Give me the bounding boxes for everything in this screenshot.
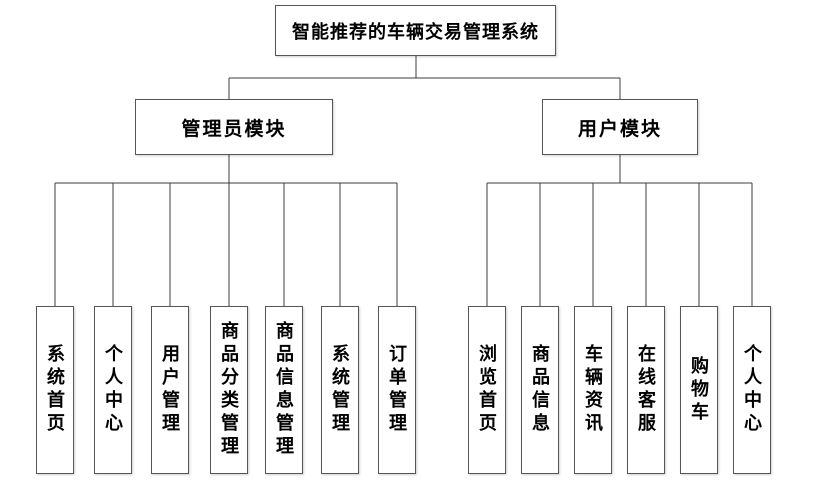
node-module-user-label: 用户模块 <box>577 118 662 140</box>
node-user-personal-center: 个人中心 <box>733 306 771 474</box>
node-user-product-info-label: 商品信息 <box>530 344 550 436</box>
node-admin-order-management: 订单管理 <box>378 306 416 474</box>
node-root-label: 智能推荐的车辆交易管理系统 <box>292 21 539 42</box>
node-user-browse-home-label: 浏览首页 <box>477 344 497 436</box>
admin-subtree-connector-lines <box>54 155 398 306</box>
node-user-product-info: 商品信息 <box>521 306 559 474</box>
node-admin-user-management-label: 用户管理 <box>160 344 180 436</box>
node-admin-system-management: 系统管理 <box>321 306 359 474</box>
node-module-admin-label: 管理员模块 <box>181 118 287 140</box>
node-admin-product-category-management-label: 商品分类管理 <box>219 321 239 459</box>
node-root: 智能推荐的车辆交易管理系统 <box>275 5 556 56</box>
node-admin-user-management: 用户管理 <box>151 306 189 474</box>
user-subtree-connector-lines <box>486 155 753 306</box>
node-user-shopping-cart: 购物车 <box>680 306 718 474</box>
node-user-vehicle-news-label: 车辆资讯 <box>583 344 603 436</box>
node-module-user: 用户模块 <box>542 99 698 155</box>
node-user-shopping-cart-label: 购物车 <box>689 355 709 425</box>
node-admin-product-info-management: 商品信息管理 <box>265 306 303 474</box>
node-user-online-service: 在线客服 <box>627 306 665 474</box>
node-admin-order-management-label: 订单管理 <box>387 344 407 436</box>
node-admin-system-home-label: 系统首页 <box>45 344 65 436</box>
node-user-browse-home: 浏览首页 <box>468 306 506 474</box>
node-admin-system-management-label: 系统管理 <box>330 344 350 436</box>
node-user-personal-center-label: 个人中心 <box>742 344 762 436</box>
node-admin-system-home: 系统首页 <box>36 306 74 474</box>
node-admin-personal-center: 个人中心 <box>94 306 132 474</box>
node-module-admin: 管理员模块 <box>135 99 333 155</box>
node-user-vehicle-news: 车辆资讯 <box>574 306 612 474</box>
node-admin-product-info-management-label: 商品信息管理 <box>274 321 294 459</box>
node-user-online-service-label: 在线客服 <box>636 344 656 436</box>
root-connector-lines <box>228 56 621 99</box>
node-admin-personal-center-label: 个人中心 <box>103 344 123 436</box>
node-admin-product-category-management: 商品分类管理 <box>210 306 248 474</box>
